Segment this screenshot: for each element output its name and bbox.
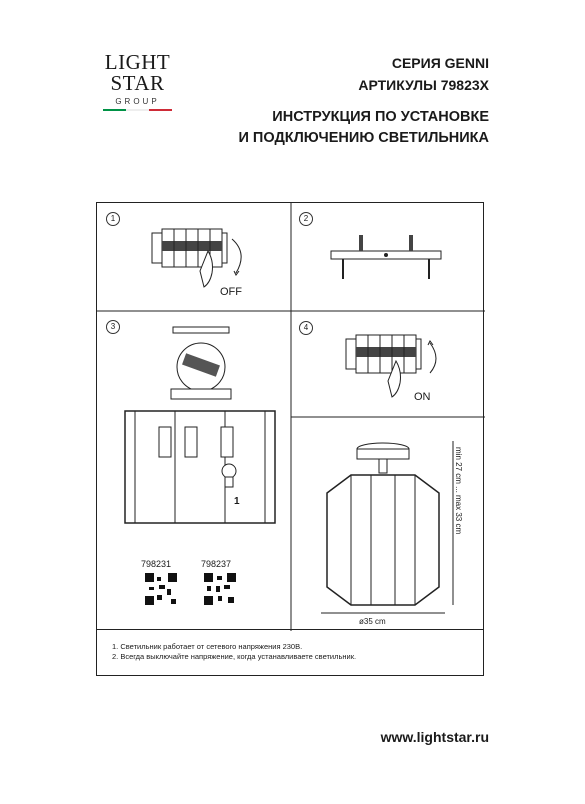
- document-header: СЕРИЯ GENNI АРТИКУЛЫ 79823X ИНСТРУКЦИЯ П…: [238, 52, 489, 149]
- step-1-number: 1: [106, 212, 120, 226]
- bulb-count: 1: [234, 496, 240, 507]
- step-4-panel: 4 ON: [291, 311, 485, 417]
- website-link[interactable]: www.lightstar.ru: [380, 729, 489, 745]
- series-name: СЕРИЯ GENNI: [391, 55, 489, 71]
- width-label: ø35 cm: [359, 617, 386, 626]
- wiring-illustration: [170, 326, 232, 400]
- height-label: min 27 cm ... max 33 cm: [454, 447, 463, 535]
- safety-notes: 1. Светильник работает от сетевого напря…: [96, 630, 484, 676]
- step-4-number: 4: [299, 321, 313, 335]
- breaker-on-illustration: [345, 334, 437, 398]
- off-label: OFF: [220, 286, 242, 298]
- step-1-panel: 1 OFF: [97, 203, 291, 311]
- article-numbers: АРТИКУЛЫ 79823X: [358, 77, 489, 93]
- step-2-panel: 2: [291, 203, 485, 311]
- article-1-label: 798231: [141, 559, 172, 569]
- title-line2: И ПОДКЛЮЧЕНИЮ СВЕТИЛЬНИКА: [238, 130, 489, 146]
- step-2-number: 2: [299, 212, 313, 226]
- step-3-number: 3: [106, 320, 120, 334]
- grid-dividers: [97, 203, 485, 631]
- italian-flag-stripe: [102, 109, 173, 111]
- brand-logo: LIGHT STAR GROUP: [100, 52, 175, 111]
- logo-line1: LIGHT: [104, 50, 171, 74]
- breaker-off-illustration: [151, 228, 242, 288]
- on-label: ON: [414, 391, 431, 403]
- dimensions-panel: min 27 cm ... max 33 cm ø35 cm: [291, 417, 485, 631]
- note-2: 2. Всегда выключайте напряжение, когда у…: [112, 652, 357, 661]
- lamp-side-illustration: [124, 410, 276, 524]
- logo-group: GROUP: [115, 97, 160, 106]
- step-3-panel: 3 1 798231 798237: [97, 311, 291, 631]
- note-1: 1. Светильник работает от сетевого напря…: [112, 642, 303, 651]
- qr-code-2: [204, 573, 236, 605]
- article-2-label: 798237: [201, 559, 232, 569]
- qr-code-1: [145, 573, 177, 605]
- lamp-dimensions-illustration: [321, 441, 454, 614]
- title-line1: ИНСТРУКЦИЯ ПО УСТАНОВКЕ: [272, 109, 489, 125]
- mounting-plate-illustration: [330, 235, 442, 279]
- instruction-grid: 1 OFF 2 3: [96, 202, 485, 631]
- logo-line2: STAR: [110, 71, 165, 95]
